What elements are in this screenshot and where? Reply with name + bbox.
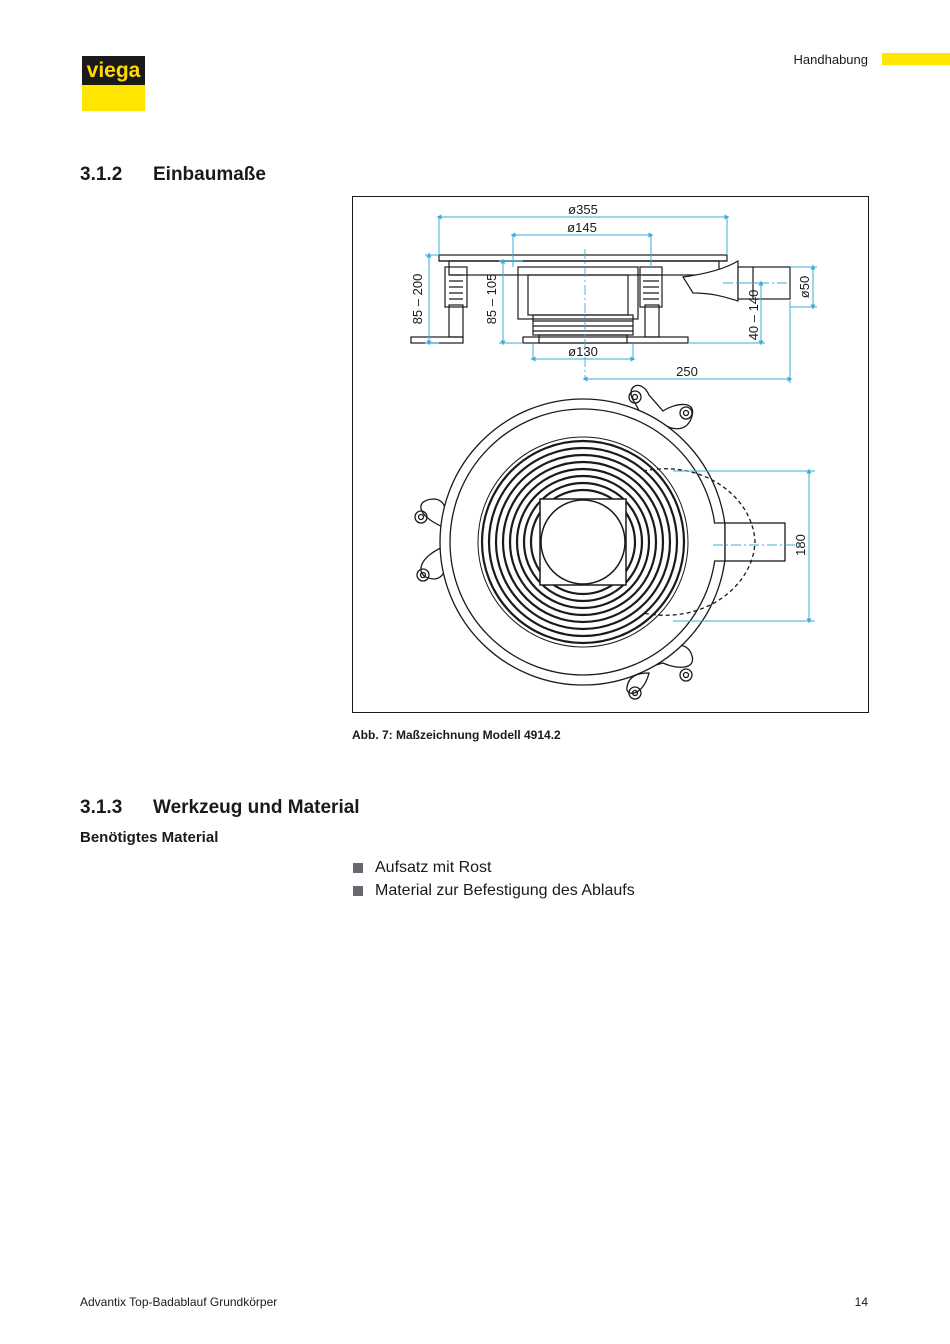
dim-85-200: 85 – 200: [410, 274, 425, 325]
footer-document-title: Advantix Top-Badablauf Grundkörper: [80, 1295, 278, 1309]
section-title-313: Werkzeug und Material: [153, 797, 360, 818]
subheading: Benötigtes Material: [80, 829, 219, 846]
dim-250: 250: [676, 364, 698, 379]
dim-d145: ø145: [567, 220, 597, 235]
dim-85-105: 85 – 105: [484, 274, 499, 325]
square-bullet-icon: [353, 863, 363, 873]
drain-drawing-svg: ø355 ø145 ø130 250 85 – 200 85 – 105 40 …: [410, 202, 817, 700]
square-bullet-icon: [353, 886, 363, 896]
list-item: Aufsatz mit Rost: [352, 856, 635, 879]
top-view: [414, 384, 786, 700]
dimension-drawing: ø355 ø145 ø130 250 85 – 200 85 – 105 40 …: [352, 196, 869, 713]
logo-wordmark: viega: [82, 56, 145, 85]
section-number-313: 3.1.3: [80, 797, 123, 818]
material-list: Aufsatz mit Rost Material zur Befestigun…: [352, 856, 635, 902]
dim-d130: ø130: [568, 344, 598, 359]
section-number: 3.1.2: [80, 164, 123, 185]
dim-d355: ø355: [568, 202, 598, 217]
list-item: Material zur Befestigung des Ablaufs: [352, 879, 635, 902]
viega-logo: viega: [82, 56, 145, 111]
side-dimensions: [425, 214, 817, 383]
section-title: Einbaumaße: [153, 164, 266, 185]
figure-caption: Abb. 7: Maßzeichnung Modell 4914.2: [352, 728, 561, 742]
dim-40-140: 40 – 140: [746, 290, 761, 341]
dim-d50: ø50: [797, 276, 812, 298]
page-number: 14: [854, 1295, 868, 1309]
dim-180: 180: [793, 534, 808, 556]
section-label: Handhabung: [793, 52, 868, 67]
top-dimensions: [673, 468, 815, 624]
side-view: [410, 249, 791, 379]
header-yellow-bar: [882, 53, 950, 65]
logo-yellow-block: [82, 85, 145, 111]
